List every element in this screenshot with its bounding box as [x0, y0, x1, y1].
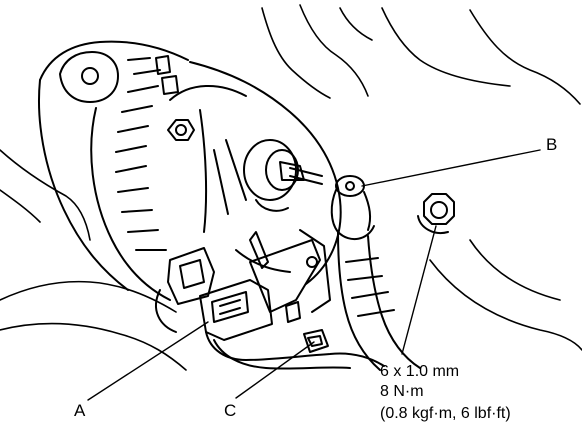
callout-b: B	[546, 135, 557, 154]
spec-bolt-size: 6 x 1.0 mm	[380, 363, 459, 380]
leader-nut	[401, 225, 437, 355]
callout-a: A	[74, 401, 86, 420]
spec-torque-nm: 8 N·m	[380, 383, 424, 400]
connector-bracket	[249, 229, 331, 323]
connector-small	[155, 247, 215, 333]
connector-a	[199, 279, 385, 370]
callout-c: C	[224, 401, 236, 420]
alternator-housing	[38, 40, 342, 301]
leader-b	[361, 149, 541, 187]
engine-bay-outline	[0, 4, 582, 371]
leader-c	[235, 341, 315, 399]
flange-nut	[417, 193, 455, 234]
b-terminal-cable	[330, 175, 421, 371]
spec-torque-alt: (0.8 kgf·m, 6 lbf·ft)	[380, 405, 511, 422]
b-terminal-post	[243, 139, 323, 212]
leader-lines	[87, 149, 541, 401]
leader-a	[87, 321, 209, 401]
connector-c	[303, 329, 329, 353]
